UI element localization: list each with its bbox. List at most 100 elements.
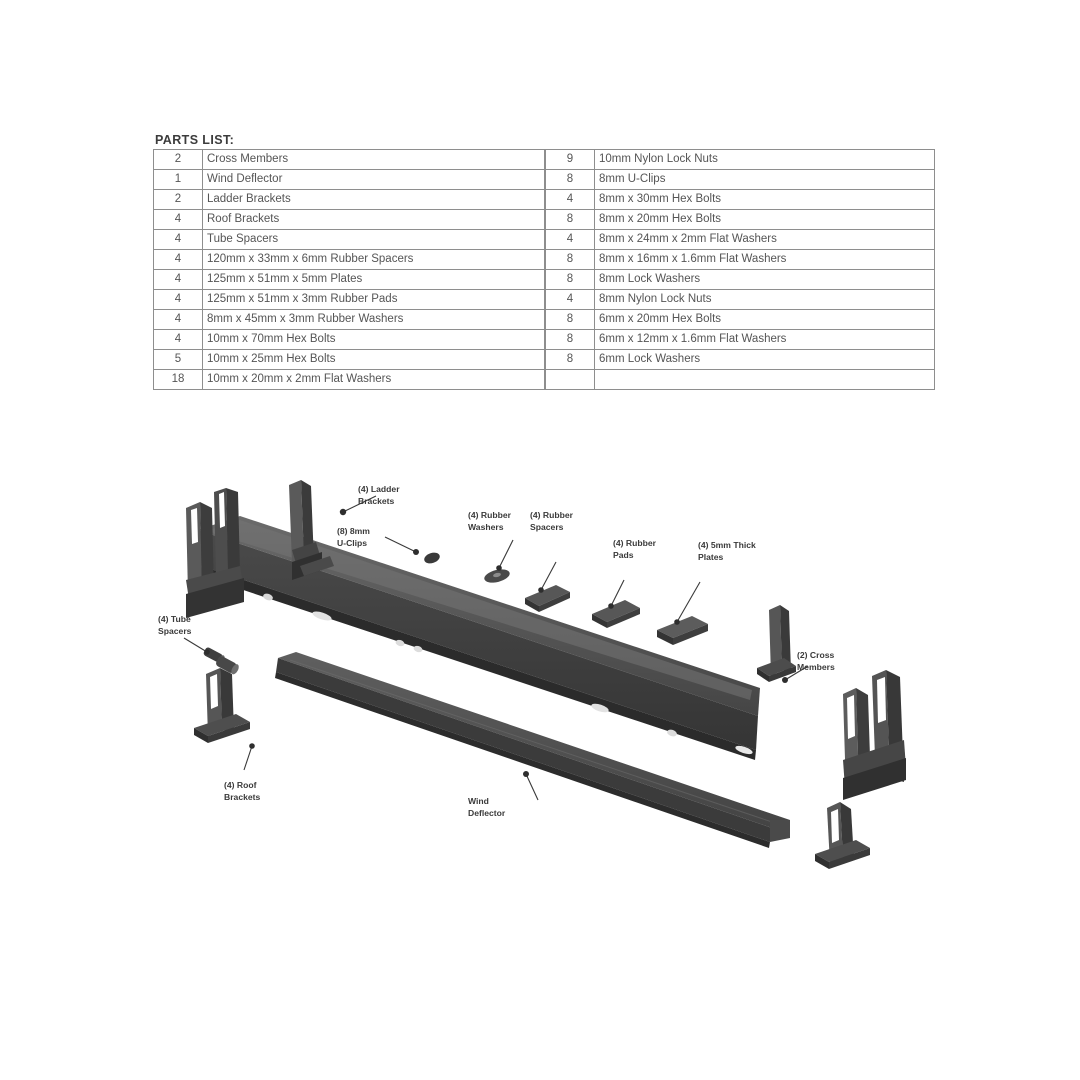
table-row <box>545 369 935 390</box>
callout-wind-deflector: Wind Deflector <box>468 771 539 818</box>
callout-roof-brackets-line2: Brackets <box>224 792 261 802</box>
part-desc-cell: 8mm Lock Washers <box>594 269 935 290</box>
u-clip-part <box>424 552 440 564</box>
callout-rubber-washers-line2: Washers <box>468 522 504 532</box>
part-qty-cell: 4 <box>545 229 595 250</box>
empty-cell <box>594 369 935 390</box>
callout-rubber-pads: (4) Rubber Pads <box>608 538 657 609</box>
cross-member-slots <box>263 593 753 755</box>
cross-member-main <box>195 516 760 760</box>
callout-tube-spacers-line2: Spacers <box>158 626 192 636</box>
part-qty-cell: 8 <box>545 249 595 270</box>
part-desc-cell: 8mm x 24mm x 2mm Flat Washers <box>594 229 935 250</box>
callout-rubber-pads-line2: Pads <box>613 550 634 560</box>
flat-plate-parts <box>525 585 708 645</box>
callout-rubber-spacers-line2: Spacers <box>530 522 564 532</box>
callout-rubber-spacers-line1: (4) Rubber <box>530 510 574 520</box>
callout-cross-members-line1: (2) Cross <box>797 650 834 660</box>
part-qty-cell: 2 <box>153 189 203 210</box>
callout-wind-deflector-line1: Wind <box>468 796 489 806</box>
part-qty-cell: 4 <box>153 229 203 250</box>
part-desc-cell: 8mm x 20mm Hex Bolts <box>594 209 935 230</box>
roof-bracket-right <box>815 802 870 869</box>
part-qty-cell: 4 <box>153 269 203 290</box>
part-qty-cell: 4 <box>153 249 203 270</box>
thick-plate-part <box>657 616 708 645</box>
callout-tube-spacers: (4) Tube Spacers <box>158 614 210 655</box>
wind-deflector-part <box>275 652 790 848</box>
part-qty-cell: 4 <box>545 289 595 310</box>
part-qty-cell: 4 <box>153 289 203 310</box>
part-desc-cell: 120mm x 33mm x 6mm Rubber Spacers <box>202 249 545 270</box>
callout-cross-members: (2) Cross Members <box>782 650 835 683</box>
callout-tube-spacers-line1: (4) Tube <box>158 614 191 624</box>
part-desc-cell: 10mm x 20mm x 2mm Flat Washers <box>202 369 545 390</box>
part-desc-cell: 6mm Lock Washers <box>594 349 935 370</box>
part-desc-cell: 10mm x 25mm Hex Bolts <box>202 349 545 370</box>
callout-rubber-pads-line1: (4) Rubber <box>613 538 657 548</box>
part-qty-cell: 5 <box>153 349 203 370</box>
callout-u-clips-line2: U-Clips <box>337 538 367 548</box>
callout-wind-deflector-line2: Deflector <box>468 808 506 818</box>
part-qty-cell: 4 <box>153 329 203 350</box>
part-qty-cell: 4 <box>545 189 595 210</box>
callout-rubber-washers: (4) Rubber Washers <box>468 510 514 571</box>
parts-list-title: PARTS LIST: <box>155 133 235 147</box>
part-desc-cell: Tube Spacers <box>202 229 545 250</box>
part-qty-cell: 8 <box>545 349 595 370</box>
exploded-assembly-diagram: (4) Ladder Brackets (8) 8mm U-Clips (4) … <box>0 430 1080 990</box>
callout-ladder-brackets-line2: Brackets <box>358 496 395 506</box>
callout-roof-brackets: (4) Roof Brackets <box>224 743 261 802</box>
callout-thick-plates-line2: Plates <box>698 552 724 562</box>
part-desc-cell: 8mm x 16mm x 1.6mm Flat Washers <box>594 249 935 270</box>
callout-u-clips-line1: (8) 8mm <box>337 526 370 536</box>
part-qty-cell: 4 <box>153 309 203 330</box>
callout-rubber-washers-line1: (4) Rubber <box>468 510 512 520</box>
part-desc-cell: 6mm x 12mm x 1.6mm Flat Washers <box>594 329 935 350</box>
callout-u-clips: (8) 8mm U-Clips <box>337 526 419 555</box>
cross-member-upright-right <box>757 605 796 682</box>
roof-bracket-left <box>194 668 250 743</box>
callout-thick-plates-line1: (4) 5mm Thick <box>698 540 756 550</box>
part-desc-cell: Wind Deflector <box>202 169 545 190</box>
part-qty-cell: 9 <box>545 149 595 170</box>
part-qty-cell: 8 <box>545 169 595 190</box>
part-desc-cell: 10mm Nylon Lock Nuts <box>594 149 935 170</box>
part-qty-cell: 8 <box>545 269 595 290</box>
part-desc-cell: Roof Brackets <box>202 209 545 230</box>
part-desc-cell: 6mm x 20mm Hex Bolts <box>594 309 935 330</box>
part-desc-cell: Cross Members <box>202 149 545 170</box>
part-desc-cell: 8mm x 30mm Hex Bolts <box>594 189 935 210</box>
part-qty-cell: 8 <box>545 309 595 330</box>
callout-rubber-spacers: (4) Rubber Spacers <box>530 510 574 593</box>
right-end-fork-assembly <box>843 670 906 800</box>
callout-thick-plates: (4) 5mm Thick Plates <box>674 540 756 625</box>
part-desc-cell: 8mm x 45mm x 3mm Rubber Washers <box>202 309 545 330</box>
callout-ladder-brackets: (4) Ladder Brackets <box>339 484 400 516</box>
left-end-upright-assembly <box>186 488 244 618</box>
part-desc-cell: 10mm x 70mm Hex Bolts <box>202 329 545 350</box>
